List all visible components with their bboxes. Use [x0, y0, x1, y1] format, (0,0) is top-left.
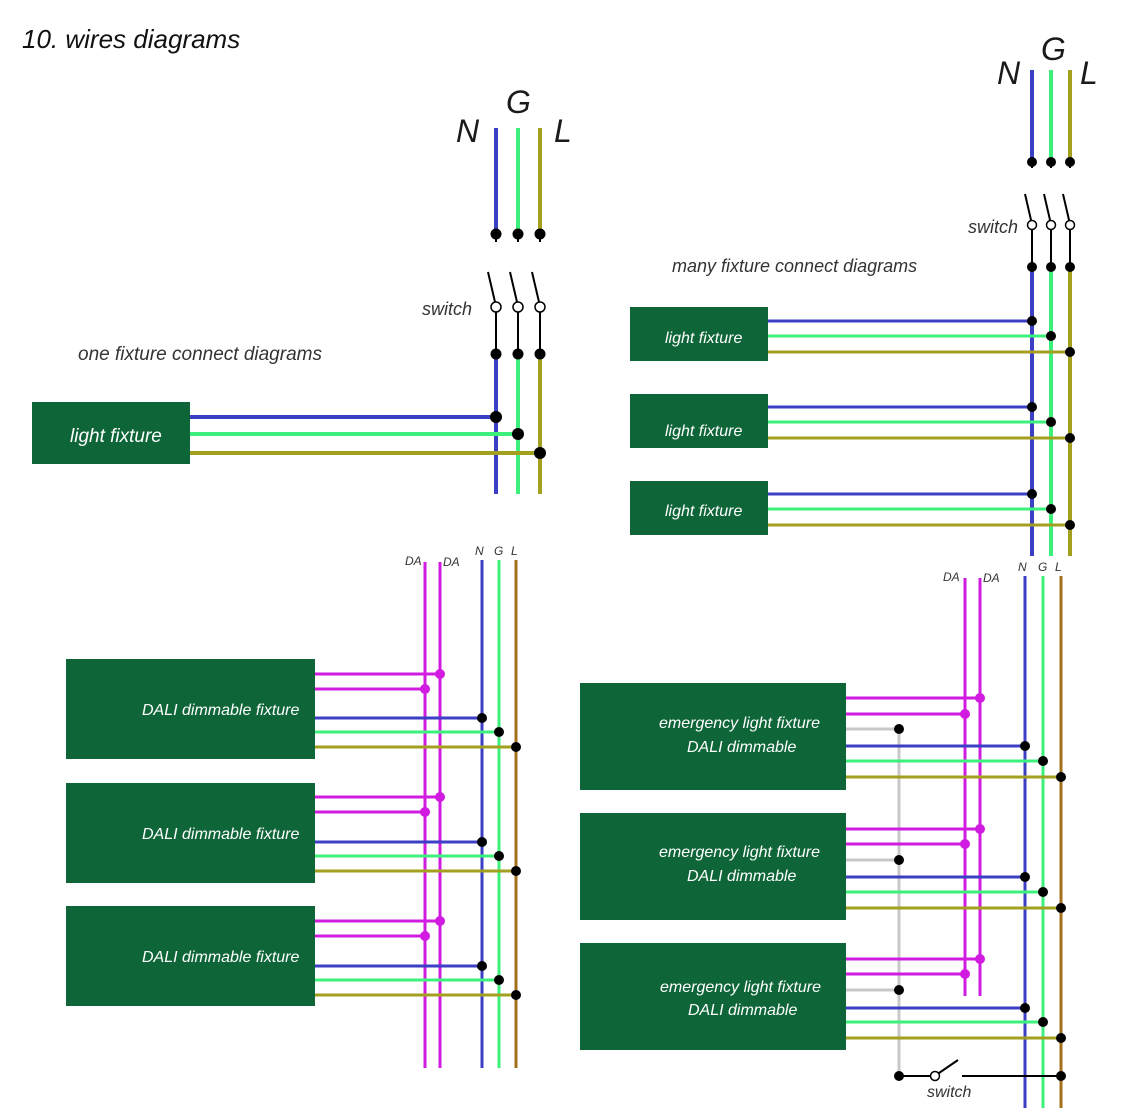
light-fixture-label: light fixture: [665, 330, 742, 347]
emergency-fixture-line1: emergency light fixture: [659, 844, 820, 861]
emergency-fixture-box: [580, 683, 846, 790]
junction-node: [1065, 433, 1075, 443]
junction-node: [975, 954, 985, 964]
neutral-label: N: [1018, 560, 1027, 574]
neutral-label: N: [456, 113, 480, 149]
junction-node: [1020, 1003, 1030, 1013]
live-label: L: [1055, 560, 1062, 574]
emergency-fixture-line2: DALI dimmable: [688, 1002, 797, 1019]
emergency-fixture-line1: emergency light fixture: [660, 979, 821, 996]
emergency-fixture-line2: DALI dimmable: [687, 739, 796, 756]
junction-node: [1056, 772, 1066, 782]
junction-node: [435, 669, 445, 679]
junction-node: [960, 709, 970, 719]
ground-label: G: [1038, 560, 1047, 574]
junction-node: [1046, 331, 1056, 341]
da-label: DA: [943, 570, 960, 584]
switch-symbol: [894, 1059, 1066, 1082]
junction-node: [894, 724, 904, 734]
junction-node: [435, 792, 445, 802]
junction-node: [1056, 1033, 1066, 1043]
ground-label: G: [494, 544, 503, 558]
junction-node: [975, 693, 985, 703]
many-fixture-diagram: many fixture connect diagrams N G L swit…: [630, 31, 1098, 556]
junction-node: [894, 855, 904, 865]
live-label: L: [554, 113, 572, 149]
junction-node: [1027, 489, 1037, 499]
switch-symbol: [487, 228, 546, 360]
junction-node: [494, 851, 504, 861]
junction-node: [1038, 887, 1048, 897]
light-fixture-label: light fixture: [70, 426, 162, 447]
junction-node: [1020, 741, 1030, 751]
junction-node: [477, 837, 487, 847]
switch-label: switch: [927, 1084, 972, 1101]
light-fixture-box: [630, 307, 768, 361]
dali-fixture-box: [66, 783, 315, 883]
junction-node: [1065, 520, 1075, 530]
one-fixture-diagram: one fixture connect diagrams N G L switc…: [32, 84, 572, 494]
page-title: 10. wires diagrams: [22, 24, 240, 54]
junction-node: [494, 727, 504, 737]
da-label: DA: [983, 571, 1000, 585]
light-fixture-label: light fixture: [665, 423, 742, 440]
junction-node: [960, 839, 970, 849]
ground-label: G: [506, 84, 531, 120]
junction-node: [1038, 1017, 1048, 1027]
emergency-dali-diagram: DA DA N G L emergency light fixture DALI…: [580, 560, 1066, 1108]
many-fixture-caption: many fixture connect diagrams: [672, 256, 917, 276]
light-fixture-box: [630, 481, 768, 535]
junction-node: [1056, 903, 1066, 913]
junction-node: [420, 684, 430, 694]
junction-node: [420, 807, 430, 817]
junction-node: [960, 969, 970, 979]
emergency-fixture-box: [580, 813, 846, 920]
ground-label: G: [1041, 31, 1066, 67]
light-fixture-label: light fixture: [665, 503, 742, 520]
junction-node: [1065, 347, 1075, 357]
switch-label: switch: [422, 299, 472, 319]
junction-node: [477, 713, 487, 723]
junction-node: [512, 428, 524, 440]
junction-node: [420, 931, 430, 941]
junction-node: [894, 985, 904, 995]
dali-fixture-label: DALI dimmable fixture: [142, 702, 299, 719]
emergency-fixture-line1: emergency light fixture: [659, 715, 820, 732]
dali-fixture-box: [66, 906, 315, 1006]
dali-diagram: DA DA N G L DALI dimmable fixture DALI d…: [66, 544, 521, 1068]
live-label: L: [1080, 55, 1098, 91]
dali-fixture-label: DALI dimmable fixture: [142, 826, 299, 843]
junction-node: [511, 742, 521, 752]
neutral-label: N: [997, 55, 1021, 91]
junction-node: [1046, 504, 1056, 514]
live-label: L: [511, 544, 518, 558]
switch-label: switch: [968, 217, 1018, 237]
emergency-fixture-box: [580, 943, 846, 1050]
one-fixture-caption: one fixture connect diagrams: [78, 344, 322, 365]
da-label: DA: [443, 555, 460, 569]
junction-node: [1027, 402, 1037, 412]
junction-node: [511, 990, 521, 1000]
junction-node: [511, 866, 521, 876]
junction-node: [477, 961, 487, 971]
light-fixture-box: [630, 394, 768, 448]
neutral-label: N: [475, 544, 484, 558]
dali-fixture-label: DALI dimmable fixture: [142, 949, 299, 966]
emergency-fixture-line2: DALI dimmable: [687, 868, 796, 885]
junction-node: [975, 824, 985, 834]
junction-node: [494, 975, 504, 985]
junction-node: [1027, 316, 1037, 326]
switch-symbol: [1024, 157, 1076, 272]
dali-fixture-box: [66, 659, 315, 759]
junction-node: [1020, 872, 1030, 882]
junction-node: [1038, 756, 1048, 766]
light-fixture-box: [32, 402, 190, 464]
junction-node: [534, 447, 546, 459]
da-label: DA: [405, 554, 422, 568]
junction-node: [435, 916, 445, 926]
junction-node: [490, 411, 502, 423]
junction-node: [1046, 417, 1056, 427]
